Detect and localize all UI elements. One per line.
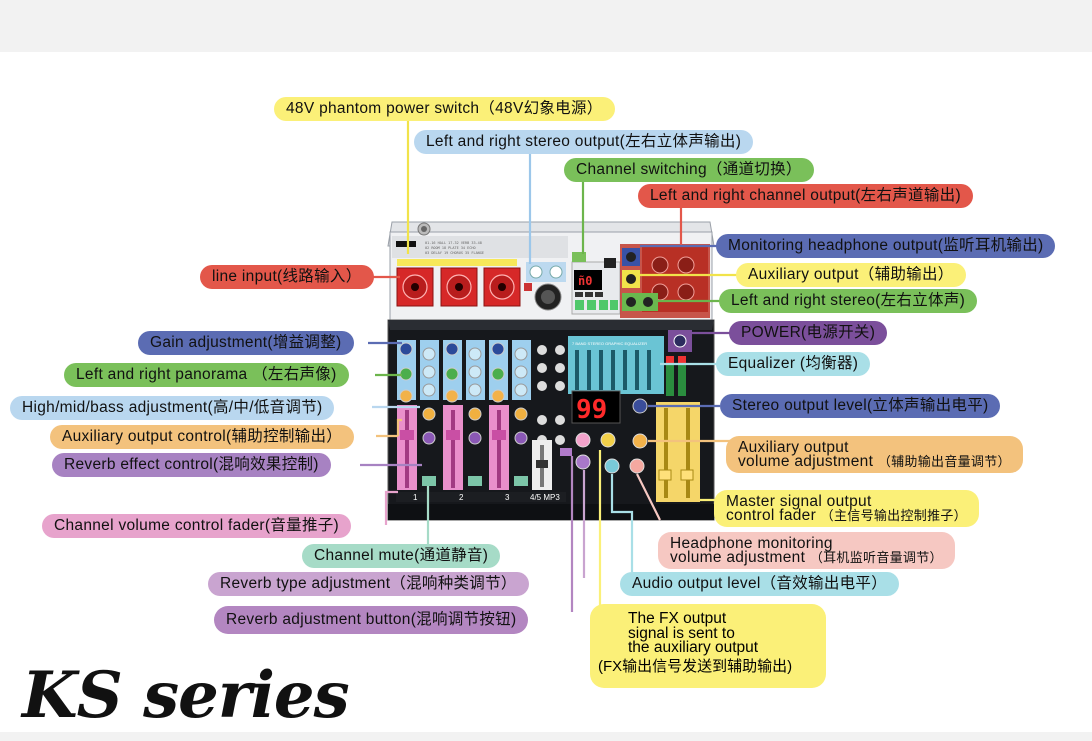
display-top: ñ0 — [578, 274, 592, 288]
label-stereo-output-level: Stereo output level(立体声输出电平) — [720, 394, 1001, 418]
label-panorama: Left and right panorama （左右声像) — [64, 363, 349, 387]
ch-number-3: 3 — [505, 493, 510, 502]
label-reverb-effect: Reverb effect control(混响效果控制) — [52, 453, 331, 477]
ch-number-2: 2 — [459, 493, 464, 502]
label-reverb-button: Reverb adjustment button(混响调节按钮) — [214, 606, 529, 634]
label-auxiliary-output: Auxiliary output（辅助输出） — [736, 263, 966, 287]
label-equalizer: Equalizer (均衡器) — [716, 352, 871, 376]
label-audio-output-level: Audio output level（音效输出电平） — [620, 572, 900, 596]
label-lr-stereo: Left and right stereo(左右立体声) — [719, 289, 978, 313]
ch-number-1: 1 — [413, 493, 418, 502]
label-power: POWER(电源开关) — [729, 321, 888, 345]
label-reverb-type: Reverb type adjustment（混响种类调节） — [208, 572, 529, 596]
label-channel-fader: Channel volume control fader(音量推子) — [42, 514, 351, 538]
label-phantom-power: 48V phantom power switch（48V幻象电源） — [274, 97, 615, 121]
label-channel-mute: Channel mute(通道静音) — [302, 544, 501, 568]
ch-number-45: 4/5 MP3 — [530, 493, 560, 502]
label-lr-channel-output: Left and right channel output(左右声道输出) — [638, 184, 973, 208]
label-lr-stereo-output: Left and right stereo output(左右立体声输出) — [414, 130, 754, 154]
svg-text:03 DELAY 19 CHORUS 35 FLANGE: 03 DELAY 19 CHORUS 35 FLANGE — [425, 251, 484, 255]
svg-text:02 ROOM 18 PLATE 34 ECHO: 02 ROOM 18 PLATE 34 ECHO — [425, 246, 476, 250]
label-aux-output-control: Auxiliary output control(辅助控制输出） — [50, 425, 355, 449]
series-title: KS series — [22, 658, 350, 733]
eq-title: 7 BAND STEREO GRAPHIC EQUALIZER — [572, 341, 647, 346]
label-fx-to-aux: The FX output signal is sent to the auxi… — [590, 604, 826, 688]
bottom-margin — [0, 732, 1092, 741]
label-high-mid-bass: High/mid/bass adjustment(高/中/低音调节) — [10, 396, 335, 420]
label-line-input: line input(线路输入） — [200, 265, 374, 289]
svg-text:01-16 HALL 17-32 VERB 33-4: 01-16 HALL 17-32 VERB 33-48 — [425, 241, 482, 245]
label-monitoring-headphone: Monitoring headphone output(监听耳机输出) — [716, 234, 1056, 258]
label-master-fader: Master signal output control fader （主信号输… — [714, 490, 979, 527]
top-margin — [0, 0, 1092, 52]
label-aux-volume: Auxiliary output volume adjustment （辅助输出… — [726, 436, 1023, 473]
display-big: 99 — [576, 395, 607, 425]
label-headphone-volume: Headphone monitoring volume adjustment （… — [658, 532, 955, 569]
label-channel-switching: Channel switching（通道切换） — [564, 158, 814, 182]
mixer-device: 01-16 HALL 17-32 VERB 33-48 02 ROOM 18 P… — [387, 221, 715, 521]
label-gain: Gain adjustment(增益调整) — [138, 331, 354, 355]
